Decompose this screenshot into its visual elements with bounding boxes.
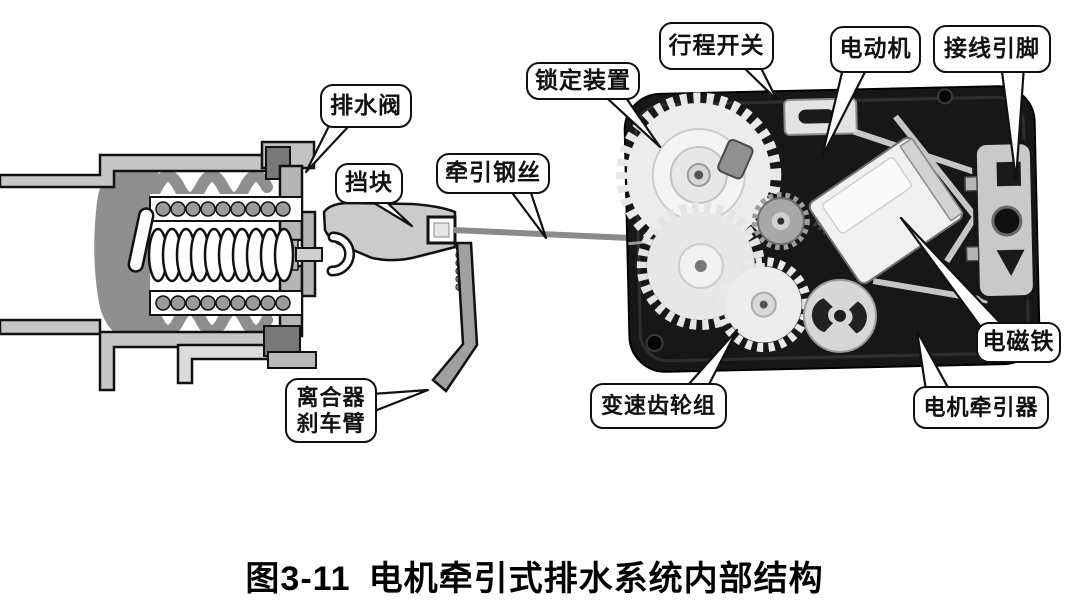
callout-locking-device: 锁定装置 <box>526 62 640 100</box>
callout-travel-switch-label: 行程开关 <box>668 32 765 58</box>
valve-flange-bottom <box>267 351 317 369</box>
rod-through-wall <box>295 247 323 262</box>
housing-bottom <box>0 318 300 392</box>
callout-terminal-pins-label: 接线引脚 <box>944 35 1040 61</box>
callout-motor-tractor: 电机牵引器 <box>913 386 1049 429</box>
callout-traction-wire-label: 牵引钢丝 <box>445 160 541 186</box>
traction-wire-line <box>452 227 631 241</box>
spring-coil <box>147 227 295 283</box>
callout-stop-block-label: 挡块 <box>345 170 393 196</box>
motor-tractor-unit <box>616 85 1041 373</box>
travel-switch-slot <box>798 109 835 124</box>
figure-title: 电机牵引式排水系统内部结构 <box>368 560 824 598</box>
clutch-cam <box>802 278 877 353</box>
callout-gear-set: 变速齿轮组 <box>590 383 727 429</box>
callout-motor-tractor-label: 电机牵引器 <box>923 394 1039 420</box>
pinion-gear <box>751 192 810 251</box>
callout-drain-valve-label: 排水阀 <box>330 92 402 118</box>
bead-row-top <box>149 196 303 222</box>
terminal-connector <box>964 139 1038 301</box>
callout-drain-valve: 排水阀 <box>320 84 412 128</box>
spring-anchor <box>127 207 155 273</box>
figure-number: 图3-11 <box>245 560 351 598</box>
clutch-brake-arm <box>431 241 479 393</box>
callout-motor-label: 电动机 <box>839 36 912 62</box>
hook <box>329 234 353 275</box>
callout-clutch-brake-arm-line2: 刹车臂 <box>296 410 366 436</box>
callout-clutch-brake-arm: 离合器 刹车臂 <box>285 378 377 443</box>
drain-valve-assembly <box>0 140 323 392</box>
case-screw-right <box>937 88 954 105</box>
case-screw-left <box>645 334 664 353</box>
callout-stop-block: 挡块 <box>335 163 403 204</box>
tail-clutch-brake-arm <box>370 388 430 414</box>
callout-electromagnet-label: 电磁铁 <box>982 329 1055 355</box>
callout-locking-device-label: 锁定装置 <box>535 67 631 93</box>
callout-traction-wire: 牵引钢丝 <box>436 153 550 194</box>
bead-row-bottom <box>149 290 303 316</box>
outlet-pipe <box>176 343 270 385</box>
wire-anchor-inner <box>433 222 450 238</box>
wire-drum <box>717 138 754 180</box>
callout-gear-set-label: 变速齿轮组 <box>600 393 716 419</box>
callout-travel-switch: 行程开关 <box>659 22 774 70</box>
callout-clutch-brake-arm-line1: 离合器 <box>296 385 366 411</box>
callout-motor: 电动机 <box>830 26 921 73</box>
callout-electromagnet: 电磁铁 <box>976 322 1061 363</box>
figure-caption: 图3-11 电机牵引式排水系统内部结构 <box>0 551 1069 600</box>
frame-struts <box>852 114 1016 304</box>
diaphragm <box>94 160 160 341</box>
motor-body <box>808 136 964 285</box>
callout-terminal-pins: 接线引脚 <box>933 25 1051 73</box>
callout-tails <box>304 56 1026 414</box>
